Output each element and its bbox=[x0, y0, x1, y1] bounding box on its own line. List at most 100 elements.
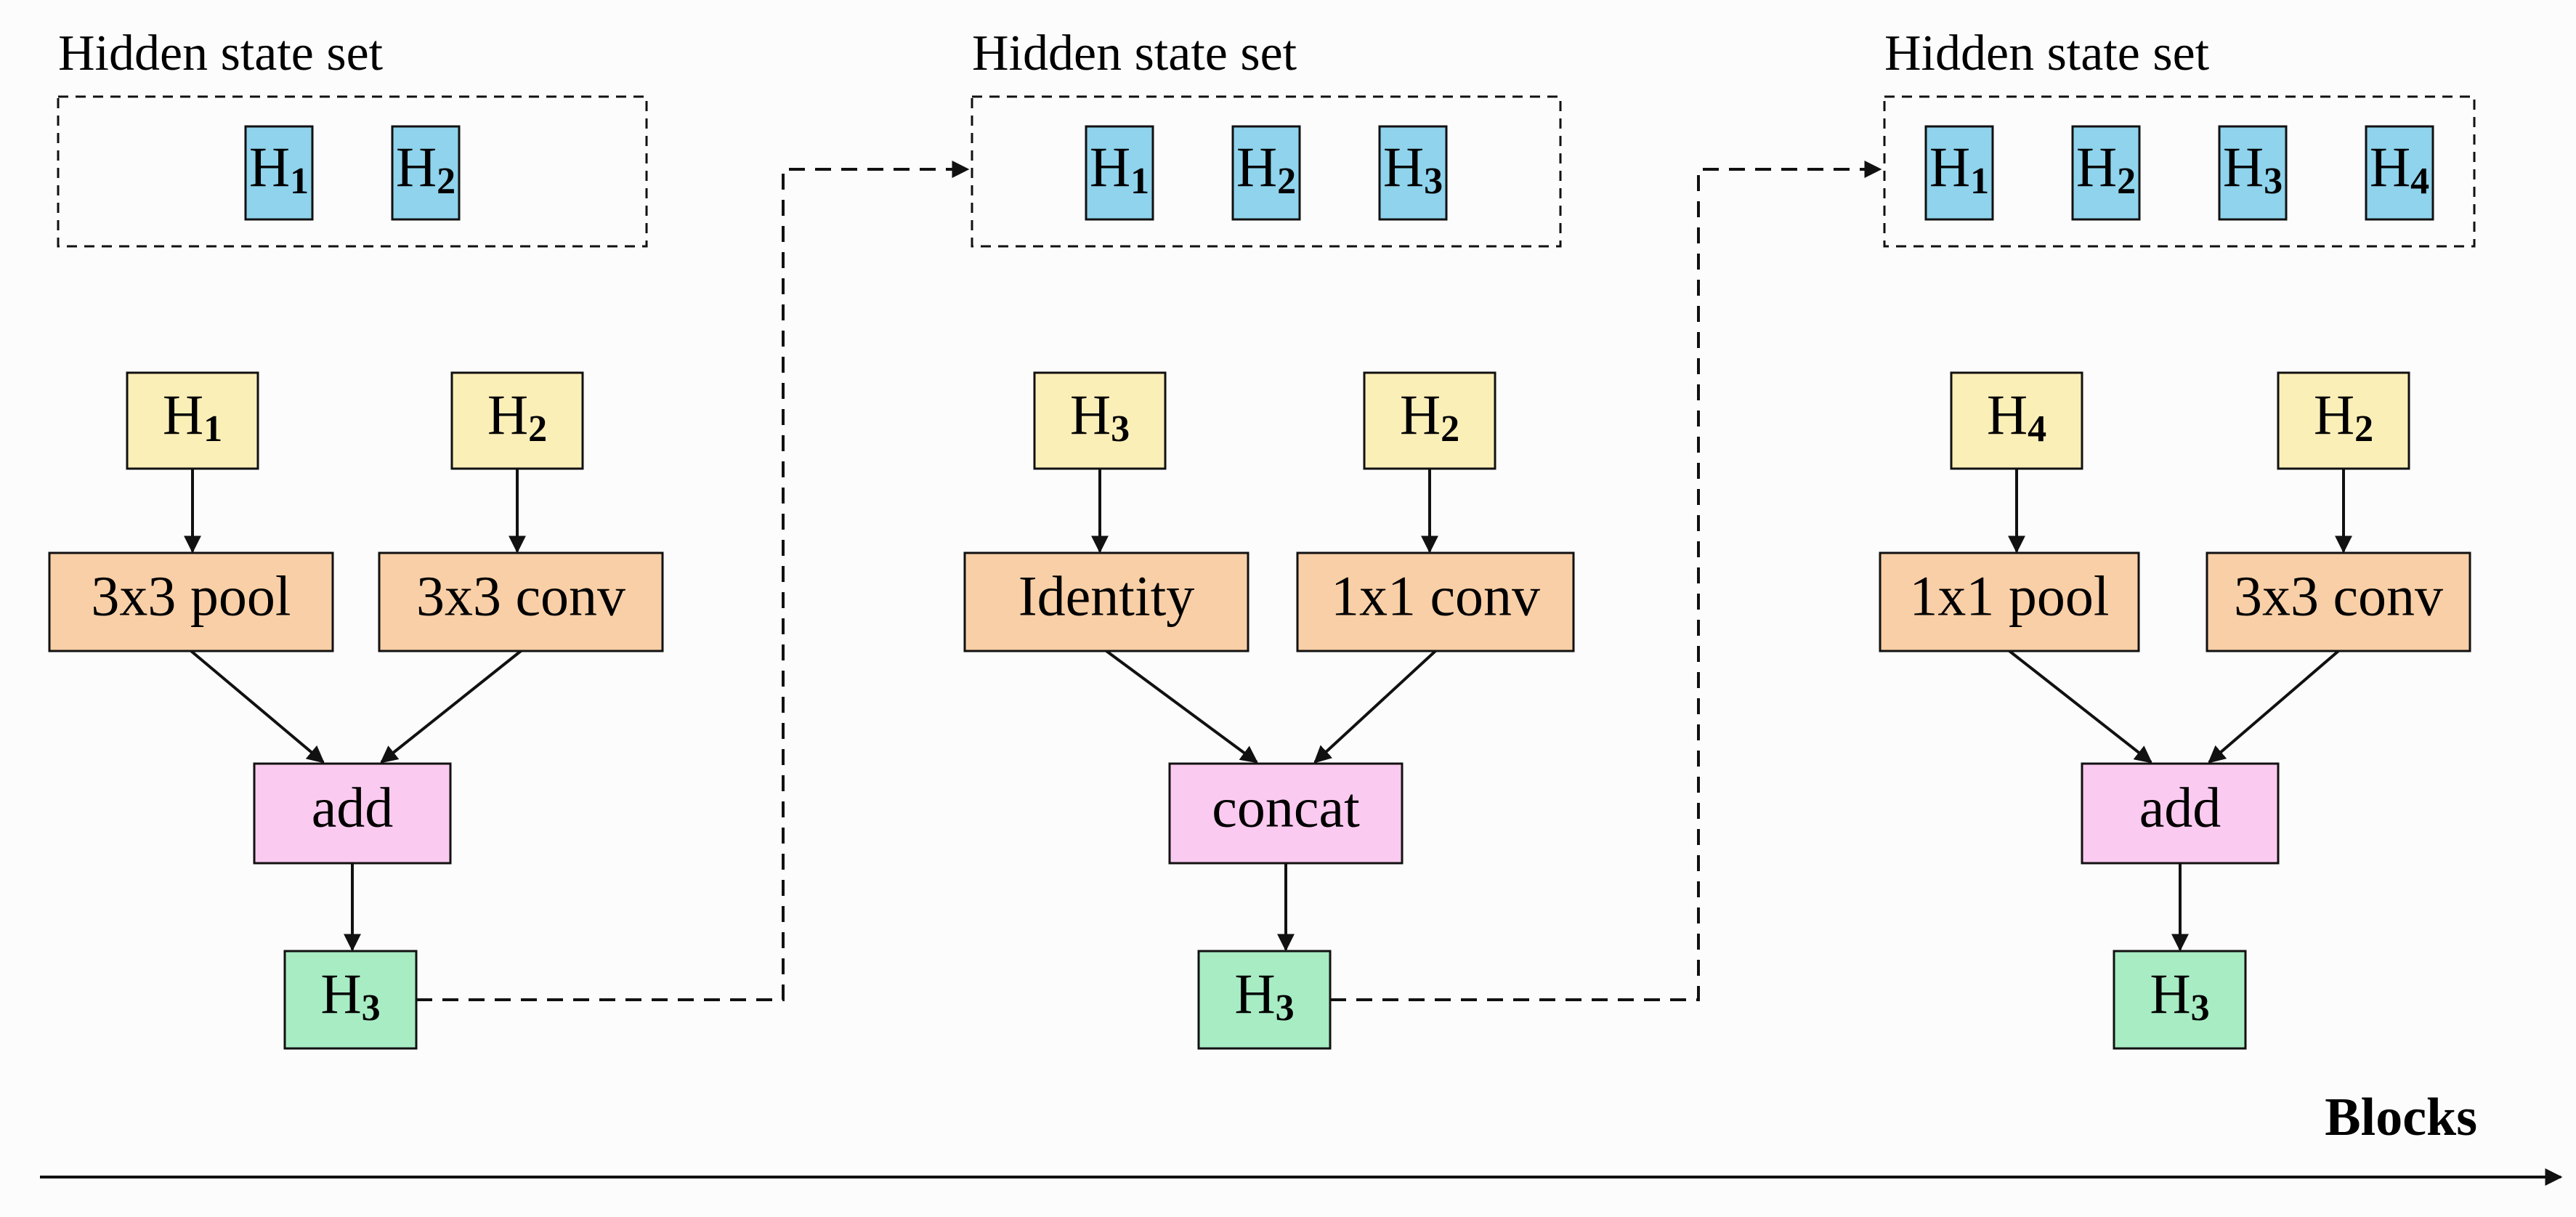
op-label: 1x1 conv bbox=[1331, 564, 1540, 627]
output-label: H3 bbox=[2150, 962, 2209, 1029]
output-box bbox=[283, 950, 418, 1050]
state-label-sub: 1 bbox=[290, 161, 309, 202]
state-label-sub: 3 bbox=[1424, 161, 1443, 202]
output-label-base: H bbox=[320, 962, 361, 1025]
hidden-state-set-title-1: Hidden state set bbox=[58, 25, 384, 81]
input-label-sub: 3 bbox=[1111, 408, 1130, 450]
combine-label: add bbox=[312, 775, 394, 838]
op-label: 3x3 pool bbox=[91, 564, 291, 627]
state-label-sub: 2 bbox=[1277, 161, 1296, 202]
op-label: 3x3 conv bbox=[2234, 564, 2443, 627]
input-label-sub: 2 bbox=[1441, 408, 1459, 450]
state-label-base: H bbox=[1236, 135, 1277, 198]
combine-box bbox=[253, 762, 452, 865]
state-label-base: H bbox=[1383, 135, 1424, 198]
output-box bbox=[1197, 950, 1332, 1050]
state-label-base: H bbox=[2076, 135, 2117, 198]
hidden-state-set-1 bbox=[57, 95, 648, 248]
state-label-sub: 2 bbox=[2117, 161, 2136, 202]
op-label: Identity bbox=[1018, 564, 1195, 627]
state-label-base: H bbox=[249, 135, 290, 198]
input-box bbox=[1950, 371, 2083, 470]
state-label: H4 bbox=[2370, 135, 2429, 202]
state-box bbox=[1378, 125, 1448, 221]
state-label-base: H bbox=[1929, 135, 1970, 198]
input-label-base: H bbox=[1070, 383, 1111, 446]
op-to-combine-arrow bbox=[190, 650, 325, 764]
op-box bbox=[1879, 551, 2140, 652]
output-label-base: H bbox=[2150, 962, 2190, 1025]
state-label-base: H bbox=[1090, 135, 1130, 198]
op-box bbox=[963, 551, 1249, 652]
state-label: H1 bbox=[1929, 135, 1989, 202]
op-box bbox=[2206, 551, 2471, 652]
output-label-sub: 3 bbox=[362, 987, 381, 1029]
output-label: H3 bbox=[320, 962, 380, 1029]
input-label: H2 bbox=[2314, 383, 2373, 450]
input-label-sub: 4 bbox=[2028, 408, 2046, 450]
state-box bbox=[2071, 125, 2141, 221]
state-box bbox=[391, 125, 461, 221]
state-label-sub: 1 bbox=[1970, 161, 1989, 202]
output-label: H3 bbox=[1234, 962, 1294, 1029]
input-label-base: H bbox=[1987, 383, 2028, 446]
state-box bbox=[2365, 125, 2434, 221]
op-to-combine-arrow bbox=[2208, 650, 2340, 764]
hidden-state-set-title-2: Hidden state set bbox=[972, 25, 1297, 81]
state-label: H2 bbox=[2076, 135, 2136, 202]
input-box bbox=[1363, 371, 1496, 470]
input-label: H1 bbox=[163, 383, 222, 450]
op-to-combine-arrow bbox=[380, 650, 522, 764]
state-carryover-connector-2 bbox=[1330, 161, 1882, 1001]
input-label-base: H bbox=[487, 383, 528, 446]
state-box bbox=[1085, 125, 1154, 221]
combine-label: concat bbox=[1212, 775, 1360, 838]
state-label-sub: 2 bbox=[437, 161, 455, 202]
state-label: H3 bbox=[1383, 135, 1443, 202]
state-label-base: H bbox=[2223, 135, 2264, 198]
state-box bbox=[1231, 125, 1301, 221]
op-box bbox=[378, 551, 664, 652]
state-label: H1 bbox=[1090, 135, 1149, 202]
state-label-sub: 1 bbox=[1130, 161, 1149, 202]
hidden-state-set-3 bbox=[1883, 95, 2476, 248]
state-box bbox=[244, 125, 314, 221]
op-label: 3x3 conv bbox=[416, 564, 625, 627]
state-box bbox=[2218, 125, 2288, 221]
output-box bbox=[2113, 950, 2247, 1050]
op-box bbox=[1296, 551, 1575, 652]
state-label: H2 bbox=[396, 135, 455, 202]
op-to-combine-arrow bbox=[1105, 650, 1258, 764]
output-label-sub: 3 bbox=[2191, 987, 2210, 1029]
input-label: H4 bbox=[1987, 383, 2046, 450]
state-label: H1 bbox=[249, 135, 309, 202]
input-label-sub: 1 bbox=[203, 408, 222, 450]
combine-box bbox=[2081, 762, 2280, 865]
state-label: H2 bbox=[1236, 135, 1296, 202]
input-box bbox=[126, 371, 259, 470]
combine-label: add bbox=[2139, 775, 2221, 838]
input-label-base: H bbox=[163, 383, 203, 446]
state-box bbox=[1924, 125, 1994, 221]
blocks-axis-label: Blocks bbox=[2325, 1088, 2477, 1147]
state-label-base: H bbox=[2370, 135, 2410, 198]
input-label-base: H bbox=[1400, 383, 1441, 446]
input-box bbox=[2277, 371, 2410, 470]
output-label-sub: 3 bbox=[1276, 987, 1295, 1029]
op-to-combine-arrow bbox=[1313, 650, 1437, 764]
input-box bbox=[1033, 371, 1167, 470]
input-label-sub: 2 bbox=[528, 408, 547, 450]
hidden-state-set-title-3: Hidden state set bbox=[1884, 25, 2210, 81]
state-label-sub: 4 bbox=[2410, 161, 2429, 202]
state-carryover-connector-1 bbox=[416, 161, 970, 1001]
op-to-combine-arrow bbox=[2008, 650, 2152, 764]
state-label: H3 bbox=[2223, 135, 2283, 202]
hidden-state-set-2 bbox=[971, 95, 1562, 248]
input-label-base: H bbox=[2314, 383, 2354, 446]
state-label-base: H bbox=[396, 135, 437, 198]
input-label: H3 bbox=[1070, 383, 1130, 450]
output-label-base: H bbox=[1234, 962, 1275, 1025]
state-label-sub: 3 bbox=[2264, 161, 2283, 202]
op-box bbox=[48, 551, 334, 652]
